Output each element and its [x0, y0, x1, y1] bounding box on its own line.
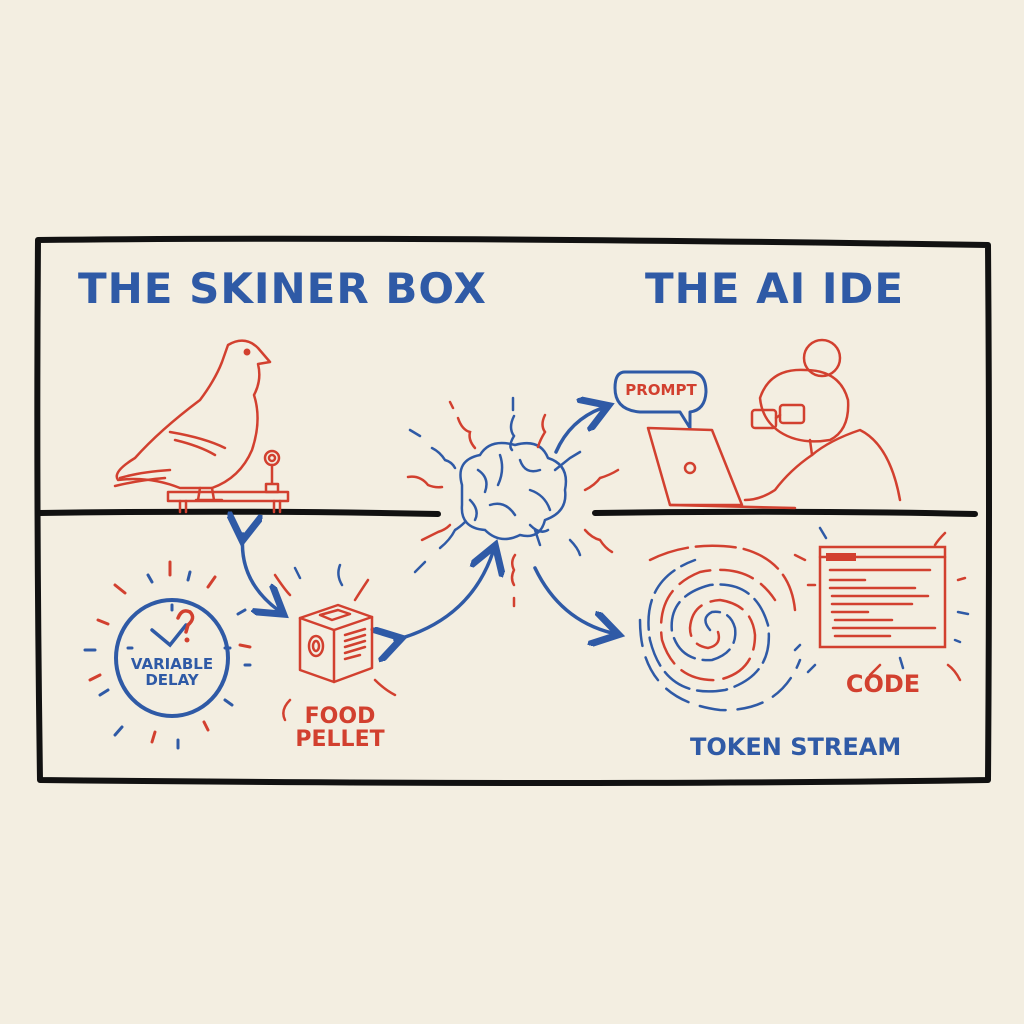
brain-token-arrow [533, 566, 612, 633]
pigeon-pellet-arrow [242, 534, 278, 610]
brain-prompt-arrow [554, 408, 602, 454]
variable-delay-label: VARIABLE DELAY [108, 655, 236, 689]
label-line-2: DELAY [145, 670, 199, 689]
pellet-brain-arrow [395, 552, 493, 640]
skinner-box-title: THE SKINER BOX [78, 264, 487, 313]
food-pellet-label: FOOD PELLET [290, 705, 390, 751]
label-line-1: FOOD [304, 704, 376, 729]
label-line-1: VARIABLE [130, 655, 214, 673]
code-label: CODE [845, 670, 921, 698]
ai-ide-title: THE AI IDE [645, 264, 905, 313]
token-stream-label: TOKEN STREAM [690, 733, 902, 761]
prompt-label: PROMPT [625, 381, 697, 399]
label-line-2: PELLET [295, 727, 385, 753]
